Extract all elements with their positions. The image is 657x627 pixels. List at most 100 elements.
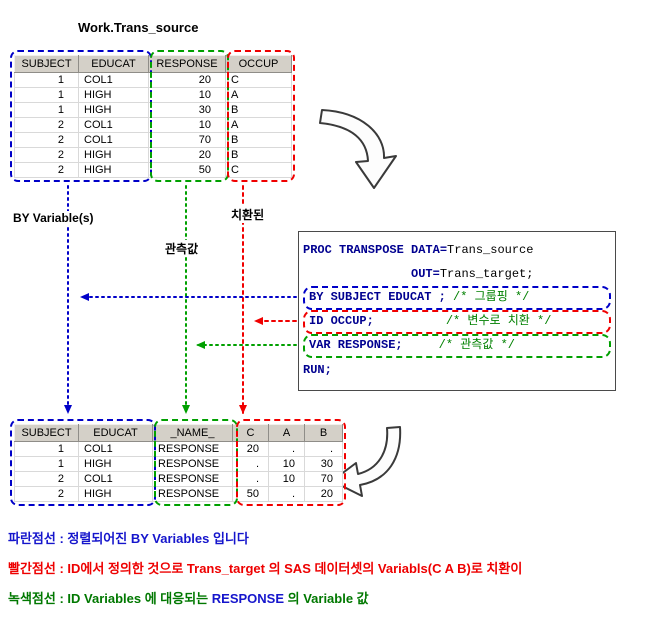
cell: 50 xyxy=(232,486,269,502)
cell: . xyxy=(268,486,305,502)
cell: RESPONSE xyxy=(152,456,233,472)
cell: 10 xyxy=(268,456,305,472)
cell: B xyxy=(225,102,292,118)
cell: RESPONSE xyxy=(152,471,233,487)
curved-arrow-top xyxy=(319,109,397,189)
cell: 1 xyxy=(14,102,79,118)
by-variables-label: BY Variable(s) xyxy=(10,211,97,225)
cell: 20 xyxy=(148,147,226,163)
code-segment: /* 그룹핑 */ xyxy=(453,290,530,304)
column-header: EDUCAT xyxy=(78,424,153,442)
cell: A xyxy=(225,117,292,133)
cell: HIGH xyxy=(78,102,149,118)
cell: COL1 xyxy=(78,471,153,487)
code-segment xyxy=(303,267,411,281)
column-header: OCCUP xyxy=(225,55,292,73)
code-segment: ID OCCUP; xyxy=(309,314,374,328)
column-header: EDUCAT xyxy=(78,55,149,73)
column-header: A xyxy=(268,424,305,442)
source-table-title: Work.Trans_source xyxy=(78,20,199,35)
cell: . xyxy=(232,471,269,487)
cell: 50 xyxy=(148,162,226,178)
cell: 10 xyxy=(148,117,226,133)
cell: A xyxy=(225,87,292,103)
legend-segment: 파란점선 : xyxy=(8,531,68,546)
cell: 1 xyxy=(14,441,79,457)
sas-code-box: PROC TRANSPOSE DATA=Trans_source OUT=Tra… xyxy=(298,231,616,391)
column-header: SUBJECT xyxy=(14,424,79,442)
cell: 2 xyxy=(14,147,79,163)
cell: RESPONSE xyxy=(152,486,233,502)
cell: . xyxy=(232,456,269,472)
code-segment: Trans_target; xyxy=(439,267,534,281)
cell: 2 xyxy=(14,132,79,148)
blue-statement-outline: BY SUBJECT EDUCAT ; /* 그룹핑 */ xyxy=(303,286,611,310)
cell: HIGH xyxy=(78,486,153,502)
code-segment: PROC TRANSPOSE xyxy=(303,243,412,257)
code-segment: Trans_source xyxy=(447,243,534,257)
code-segment xyxy=(374,314,446,328)
cell: 10 xyxy=(268,471,305,487)
cell: 1 xyxy=(14,72,79,88)
code-segment: BY SUBJECT EDUCAT ; xyxy=(309,290,446,304)
cell: COL1 xyxy=(78,441,153,457)
cell: HIGH xyxy=(78,456,153,472)
code-segment: /* 관측값 */ xyxy=(438,338,515,352)
legend-segment: 빨간점선 : xyxy=(8,561,68,576)
code-segment: /* 변수로 치환 */ xyxy=(445,314,552,328)
cell: 1 xyxy=(14,456,79,472)
cell: 20 xyxy=(148,72,226,88)
cell: C xyxy=(225,72,292,88)
cell: 20 xyxy=(304,486,343,502)
code-segment: DATA= xyxy=(411,243,448,257)
cell: 2 xyxy=(14,471,79,487)
code-segment xyxy=(403,338,439,352)
cell: B xyxy=(225,147,292,163)
cell: 30 xyxy=(148,102,226,118)
cell: . xyxy=(268,441,305,457)
code-line: RUN; xyxy=(303,358,611,382)
code-segment xyxy=(446,290,453,304)
cell: COL1 xyxy=(78,117,149,133)
column-header: C xyxy=(232,424,269,442)
transposed-label: 치환된 xyxy=(228,206,268,223)
legend-segment: ID Variables 에 대응되는 xyxy=(67,591,212,606)
cell: 2 xyxy=(14,486,79,502)
cell: COL1 xyxy=(78,72,149,88)
cell: 70 xyxy=(304,471,343,487)
legend-segment: 정렬되어진 BY Variables 입니다 xyxy=(67,531,249,546)
cell: HIGH xyxy=(78,162,149,178)
column-header: B xyxy=(304,424,343,442)
legend-segment: ID에서 정의한 것으로 Trans_target 의 SAS 데이터셋의 Va… xyxy=(67,561,523,576)
legend-segment: 의 Variable 값 xyxy=(284,591,369,606)
cell: 20 xyxy=(232,441,269,457)
cell: 70 xyxy=(148,132,226,148)
cell: HIGH xyxy=(78,87,149,103)
cell: B xyxy=(225,132,292,148)
code-segment: VAR RESPONSE; xyxy=(309,338,403,352)
cell: . xyxy=(304,441,343,457)
column-header: _NAME_ xyxy=(152,424,233,442)
cell: HIGH xyxy=(78,147,149,163)
cell: COL1 xyxy=(78,132,149,148)
legend-segment: RESPONSE xyxy=(211,591,285,606)
code-line: PROC TRANSPOSE DATA=Trans_source xyxy=(303,238,611,262)
cell: 2 xyxy=(14,117,79,133)
cell: 1 xyxy=(14,87,79,103)
